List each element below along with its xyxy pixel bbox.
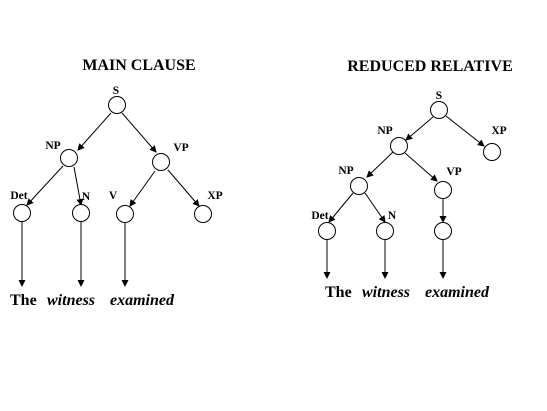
rr-node-det: [318, 222, 336, 240]
rr-label-vp: VP: [446, 166, 461, 178]
main-label-n: N: [82, 191, 91, 203]
main-clause-tree: MAIN CLAUSE S NP VP Det N V XP The witne…: [10, 57, 223, 309]
main-label-s: S: [113, 85, 119, 97]
edge-rr-s-np: [405, 116, 434, 141]
rr-node-v: [434, 222, 452, 240]
reduced-relative-tree: REDUCED RELATIVE S NP XP NP VP Det N The…: [311, 58, 512, 301]
main-node-n: [72, 204, 90, 222]
main-node-xp: [194, 205, 212, 223]
rr-label-np: NP: [338, 165, 353, 177]
edge-s-vp: [121, 112, 157, 153]
rr-node-xp: [483, 143, 501, 161]
edge-rr-np-np: [366, 151, 394, 178]
edge-s-np: [77, 112, 112, 151]
edge-vp-xp: [167, 169, 200, 207]
rr-label-np-top: NP: [377, 125, 392, 137]
edge-np-det: [26, 165, 64, 206]
rr-word-the: The: [325, 284, 352, 301]
main-node-vp: [152, 153, 170, 171]
main-word-examined: examined: [110, 292, 175, 309]
edge-rr-np-n: [364, 192, 386, 223]
rr-label-xp: XP: [491, 125, 506, 137]
rr-word-examined: examined: [425, 284, 490, 301]
rr-label-det: Det: [311, 210, 328, 222]
rr-node-n: [376, 222, 394, 240]
edge-rr-np-det: [328, 192, 354, 223]
main-clause-title: MAIN CLAUSE: [82, 57, 195, 74]
rr-node-vp: [434, 181, 452, 199]
edge-vp-v: [129, 170, 156, 207]
rr-node-np-top: [390, 137, 408, 155]
rr-label-s: S: [436, 90, 442, 102]
main-node-det: [13, 204, 31, 222]
main-node-v: [116, 205, 134, 223]
main-label-det: Det: [10, 190, 27, 202]
edge-np-n: [73, 166, 84, 206]
main-word-witness: witness: [47, 292, 95, 309]
main-word-the: The: [10, 292, 37, 309]
rr-label-n: N: [388, 210, 397, 222]
rr-word-witness: witness: [362, 284, 410, 301]
rr-node-s: [430, 101, 448, 119]
reduced-relative-title: REDUCED RELATIVE: [347, 58, 513, 75]
main-node-s: [108, 96, 126, 114]
main-label-np: NP: [45, 140, 60, 152]
main-label-xp: XP: [207, 190, 222, 202]
main-node-np: [60, 149, 78, 167]
main-label-vp: VP: [173, 142, 188, 154]
edge-rr-np-vp: [404, 152, 438, 182]
edge-rr-s-xp: [445, 115, 485, 147]
main-label-v: V: [109, 190, 118, 202]
rr-node-np: [350, 177, 368, 195]
